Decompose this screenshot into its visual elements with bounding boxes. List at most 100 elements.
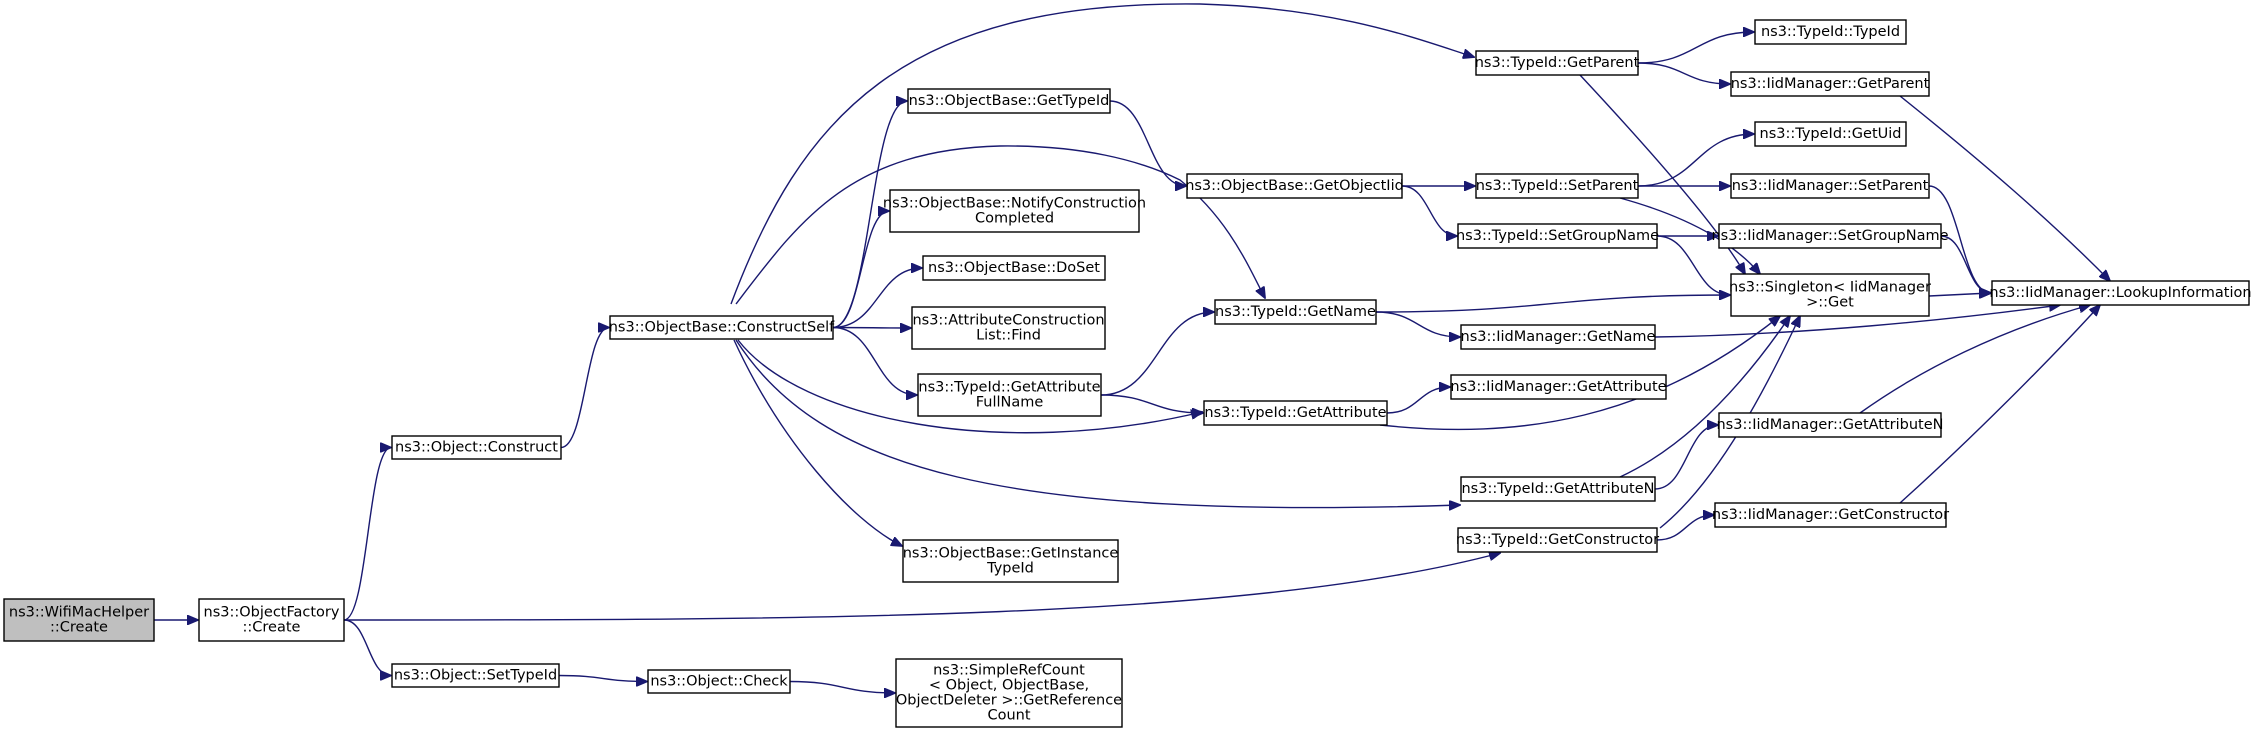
node-simple-refcount[interactable]: ns3::SimpleRefCount< Object, ObjectBase,…	[895, 658, 1123, 728]
node-box	[1718, 223, 1942, 249]
node-typeid-getuid[interactable]: ns3::TypeId::GetUid	[1754, 121, 1907, 147]
node-box	[922, 255, 1106, 281]
node-box	[889, 189, 1140, 233]
node-iid-getconstructor[interactable]: ns3::IidManager::GetConstructor	[1712, 502, 1949, 528]
node-label: ns3::TypeId::TypeId	[1761, 24, 1900, 40]
nodes-layer: ns3::WifiMacHelper::Create ns3::ObjectFac…	[3, 19, 2252, 728]
edge-construct_self-to-get_instance_typeid	[733, 339, 902, 546]
node-label: ::Create	[243, 620, 301, 636]
node-box	[1754, 19, 1907, 45]
node-box	[609, 315, 834, 340]
edge-get_attr_fullname-to-typeid_getname	[1100, 312, 1214, 396]
edge-typeid_getattributen-to-iid_getattributen	[1654, 425, 1718, 490]
node-box	[1718, 412, 1942, 438]
node-label: ns3::ObjectBase::GetTypeId	[909, 93, 1110, 109]
node-get-object-iid[interactable]: ns3::ObjectBase::GetObjectIid	[1185, 173, 1404, 199]
node-iid-lookupinfo[interactable]: ns3::IidManager::LookupInformation	[1989, 280, 2252, 306]
node-label: ns3::Object::SetTypeId	[394, 668, 557, 684]
node-box	[1730, 71, 1930, 97]
node-label: ns3::Singleton< IidManager	[1729, 280, 1931, 296]
node-box	[1450, 374, 1667, 400]
edge-construct_self-to-typeid_getattribute	[737, 339, 1202, 434]
node-box	[1475, 50, 1639, 76]
node-box	[1457, 527, 1658, 553]
node-label: ns3::TypeId::GetConstructor	[1456, 532, 1659, 548]
edge-iid_getattributen-to-iid_lookupinfo	[1859, 305, 2090, 414]
edge-typeid_getname-to-singleton_get	[1375, 295, 1730, 313]
node-obj-check[interactable]: ns3::Object::Check	[647, 669, 791, 694]
node-label: ns3::IidManager::GetConstructor	[1712, 507, 1949, 523]
node-label: ns3::TypeId::GetName	[1215, 304, 1376, 320]
edge-typeid_getattributen-to-singleton_get	[1619, 316, 1790, 478]
edge-obj_check-to-simple_refcount	[789, 680, 895, 694]
node-label: ns3::ObjectBase::ConstructSelf	[609, 320, 835, 336]
node-typeid-getname[interactable]: ns3::TypeId::GetName	[1214, 299, 1377, 325]
node-factory-create[interactable]: ns3::ObjectFactory::Create	[198, 598, 345, 642]
node-box	[1460, 476, 1656, 502]
edge-factory_create-to-typeid_getconstructor	[343, 553, 1500, 621]
node-box	[1714, 502, 1947, 528]
edge-typeid_getparent-to-typeid_typeid	[1637, 32, 1754, 64]
node-label: ns3::TypeId::GetAttribute	[918, 380, 1100, 396]
edge-iid_getname-to-iid_lookupinfo	[1654, 305, 2060, 338]
node-obj-settypeid[interactable]: ns3::Object::SetTypeId	[391, 663, 560, 688]
node-iid-setparent[interactable]: ns3::IidManager::SetParent	[1730, 173, 1930, 199]
node-doset[interactable]: ns3::ObjectBase::DoSet	[922, 255, 1106, 281]
edge-typeid_getattribute-to-iid_getattribute	[1386, 387, 1450, 414]
node-typeid-getconstructor[interactable]: ns3::TypeId::GetConstructor	[1456, 527, 1659, 553]
edge-typeid_getconstructor-to-iid_getconstructor	[1656, 515, 1714, 541]
node-label: ns3::ObjectBase::GetInstance	[903, 546, 1119, 562]
node-label: Completed	[975, 211, 1054, 227]
node-root[interactable]: ns3::WifiMacHelper::Create	[3, 598, 155, 642]
node-typeid-setparent[interactable]: ns3::TypeId::SetParent	[1475, 173, 1639, 199]
node-label: ns3::TypeId::GetUid	[1760, 126, 1902, 142]
node-iid-getname[interactable]: ns3::IidManager::GetName	[1460, 324, 1656, 350]
node-box	[902, 539, 1119, 583]
edge-construct_self-to-typeid_getname	[735, 145, 1265, 305]
node-label: ObjectDeleter >::GetReference	[896, 693, 1122, 709]
node-label: List::Find	[976, 328, 1041, 344]
node-typeid-setgroupname[interactable]: ns3::TypeId::SetGroupName	[1456, 223, 1659, 249]
node-box	[198, 598, 345, 642]
node-label: ns3::TypeId::GetParent	[1475, 55, 1640, 71]
node-iid-getattribute[interactable]: ns3::IidManager::GetAttribute	[1450, 374, 1667, 400]
node-box	[895, 658, 1123, 728]
node-typeid-typeid[interactable]: ns3::TypeId::TypeId	[1754, 19, 1907, 45]
edge-get_attr_fullname-to-typeid_getattribute	[1100, 394, 1203, 413]
node-singleton-get[interactable]: ns3::Singleton< IidManager>::Get	[1729, 273, 1931, 317]
node-label: ns3::IidManager::GetAttributeN	[1716, 417, 1943, 433]
node-label: ns3::TypeId::SetGroupName	[1456, 228, 1659, 244]
edge-typeid_setgroupname-to-singleton_get	[1656, 235, 1730, 295]
node-label: ns3::IidManager::SetParent	[1732, 178, 1929, 194]
node-typeid-getattributen[interactable]: ns3::TypeId::GetAttributeN	[1460, 476, 1656, 502]
node-box	[1754, 121, 1907, 147]
edge-singleton_get-to-iid_lookupinfo	[1928, 293, 1990, 296]
edge-factory_create-to-obj_construct	[343, 448, 391, 621]
node-box	[1730, 173, 1930, 199]
node-box	[1991, 280, 2250, 306]
node-construct-self[interactable]: ns3::ObjectBase::ConstructSelf	[609, 315, 835, 340]
node-typeid-getparent[interactable]: ns3::TypeId::GetParent	[1475, 50, 1640, 76]
edge-typeid_getname-to-iid_getname	[1375, 311, 1460, 337]
edge-get_typeid-to-get_object_iid	[1109, 100, 1186, 186]
node-get-typeid[interactable]: ns3::ObjectBase::GetTypeId	[907, 88, 1111, 114]
node-box	[1214, 299, 1377, 325]
node-label: Count	[987, 708, 1030, 724]
node-iid-getparent[interactable]: ns3::IidManager::GetParent	[1730, 71, 1930, 97]
edge-construct_self-to-doset	[832, 268, 922, 329]
node-iid-getattributen[interactable]: ns3::IidManager::GetAttributeN	[1716, 412, 1944, 438]
node-label: ns3::TypeId::GetAttributeN	[1461, 481, 1654, 497]
edge-construct_self-to-attr_find	[832, 328, 911, 329]
node-typeid-getattribute[interactable]: ns3::TypeId::GetAttribute	[1203, 400, 1388, 426]
node-box	[1457, 223, 1658, 249]
node-notify-construction[interactable]: ns3::ObjectBase::NotifyConstructionCompl…	[883, 189, 1146, 233]
node-label: ns3::IidManager::SetGroupName	[1711, 228, 1948, 244]
node-iid-setgroupname[interactable]: ns3::IidManager::SetGroupName	[1711, 223, 1949, 249]
node-obj-construct[interactable]: ns3::Object::Construct	[391, 435, 562, 460]
node-box	[907, 88, 1111, 114]
node-label: ns3::ObjectBase::GetObjectIid	[1185, 178, 1404, 194]
node-box	[1730, 273, 1930, 317]
